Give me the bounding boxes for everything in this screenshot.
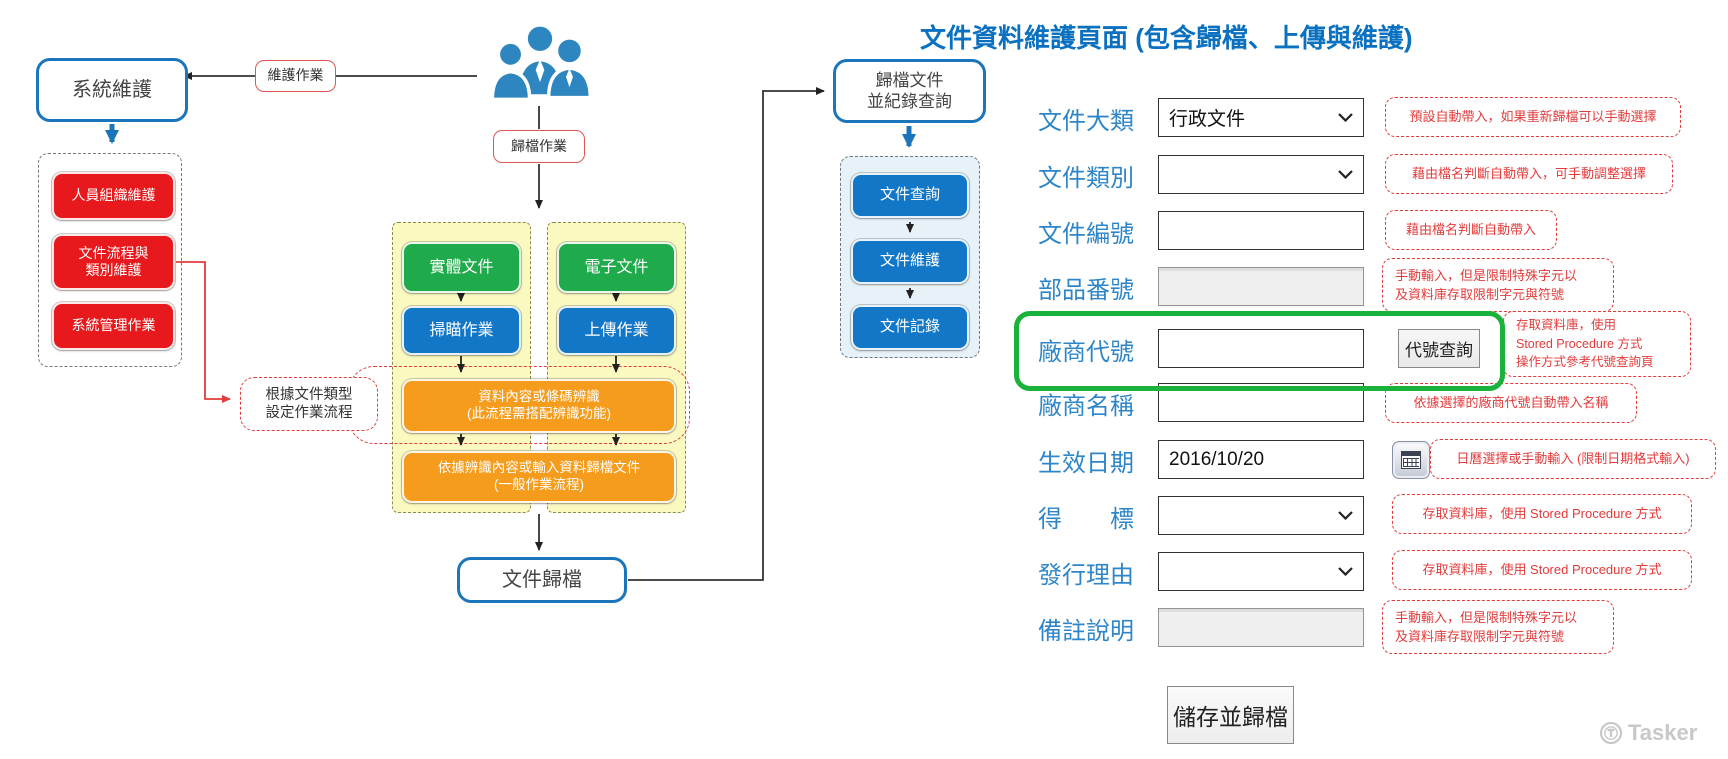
node-doc-archive: 文件歸檔 [457,557,627,603]
node-system-admin: 系統管理作業 [52,302,175,350]
node-archive-op: 歸檔作業 [493,130,585,163]
label-vendor-name: 廠商名稱 [1038,393,1134,420]
node-personnel-org: 人員組織維護 [52,172,175,220]
node-doc-flow-category: 文件流程與 類別維護 [52,234,175,290]
node-doc-query: 文件查詢 [851,173,969,218]
label-vendor-code: 廠商代號 [1038,339,1134,366]
node-maintain-op: 維護作業 [255,60,336,92]
effective-date-value: 2016/10/20 [1169,448,1265,470]
part-number-input[interactable] [1158,267,1364,306]
label-remarks: 備註說明 [1038,618,1134,645]
vendor-code-lookup-button[interactable]: 代號查詢 [1398,329,1480,368]
save-and-archive-button[interactable]: 儲存並歸檔 [1167,686,1294,744]
remarks-input[interactable] [1158,608,1364,647]
label-doc-category: 文件類別 [1038,165,1134,192]
tasker-watermark-text: Tasker [1628,720,1698,745]
chevron-down-icon [1338,170,1353,179]
vendor-name-input[interactable] [1158,383,1364,422]
node-physical-doc: 實體文件 [402,242,521,293]
label-doc-number: 文件編號 [1038,221,1134,248]
issue-reason-select[interactable] [1158,552,1364,591]
note-effective-date: 日曆選擇或手動輸入 (限制日期格式輸入) [1430,439,1716,479]
node-electronic-doc: 電子文件 [557,242,676,293]
chevron-down-icon [1338,567,1353,576]
label-issue-reason: 發行理由 [1038,562,1134,589]
page-title: 文件資料維護頁面 (包含歸檔、上傳與維護) [920,23,1413,53]
tasker-watermark: Tasker [1598,720,1697,746]
calendar-icon[interactable] [1392,441,1430,479]
node-recognize: 資料內容或條碼辨識 (此流程需搭配辨識功能) [402,379,676,433]
doc-major-class-value: 行政文件 [1169,109,1246,130]
users-group-icon [488,18,592,108]
doc-number-input[interactable] [1158,211,1364,250]
note-doc-category: 藉由檔名判斷自動帶入，可手動調整選擇 [1385,154,1673,194]
node-archive-query: 歸檔文件 並紀錄查詢 [833,59,986,123]
note-vendor-code: 存取資料庫，使用 Stored Procedure 方式 操作方式參考代號查詢頁 [1503,311,1691,377]
node-scan-op: 掃瞄作業 [402,306,521,355]
chevron-down-icon [1338,113,1353,122]
note-remarks: 手動輸入，但是限制特殊字元以 及資料庫存取限制字元與符號 [1382,600,1614,654]
note-vendor-name: 依據選擇的廠商代號自動帶入名稱 [1385,383,1637,423]
chevron-down-icon [1338,511,1353,520]
tasker-logo-icon [1599,721,1623,745]
doc-major-class-select[interactable]: 行政文件 [1158,98,1364,137]
effective-date-input[interactable]: 2016/10/20 [1158,440,1364,479]
award-select[interactable] [1158,496,1364,535]
node-process-note: 根據文件類型 設定作業流程 [240,377,378,431]
note-part-number: 手動輸入，但是限制特殊字元以 及資料庫存取限制字元與符號 [1382,258,1614,312]
label-part-number: 部品番號 [1038,277,1134,304]
note-doc-number: 藉由檔名判斷自動帶入 [1385,210,1557,250]
node-doc-maintain: 文件維護 [851,239,969,284]
doc-category-select[interactable] [1158,155,1364,194]
note-award: 存取資料庫，使用 Stored Procedure 方式 [1392,494,1692,534]
label-doc-major-class: 文件大類 [1038,108,1134,135]
vendor-code-input[interactable] [1158,329,1364,368]
note-issue-reason: 存取資料庫，使用 Stored Procedure 方式 [1392,550,1692,590]
label-effective-date: 生效日期 [1038,450,1134,477]
node-archive-input: 依據辨識內容或輸入資料歸檔文件 (一般作業流程) [402,451,676,503]
node-doc-record: 文件記錄 [851,305,969,350]
note-doc-major-class: 預設自動帶入，如果重新歸檔可以手動選擇 [1385,97,1681,137]
node-system-maintenance: 系統維護 [36,58,188,122]
node-upload-op: 上傳作業 [557,306,676,355]
label-award: 得標 [1038,506,1134,533]
